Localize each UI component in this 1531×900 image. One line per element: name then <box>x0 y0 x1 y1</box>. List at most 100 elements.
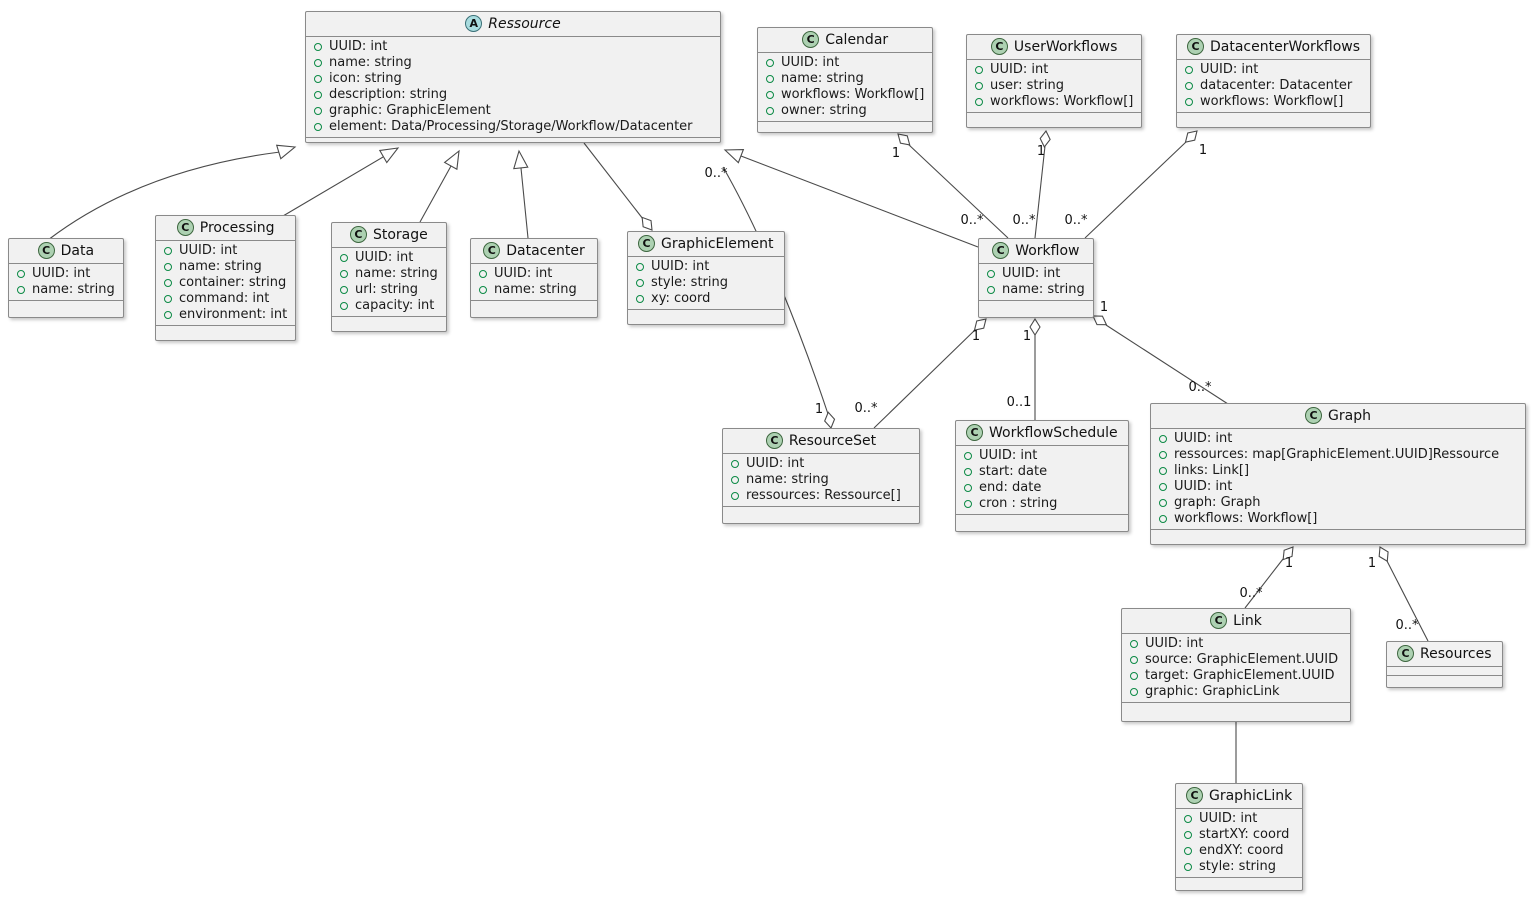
field-visibility-icon <box>340 270 348 278</box>
field-visibility-icon <box>314 59 322 67</box>
aggregation-line <box>1105 324 1229 405</box>
methods-compartment <box>723 506 919 523</box>
attribute-row: name: string <box>314 55 712 71</box>
attribute-row: endXY: coord <box>1184 843 1294 859</box>
multiplicity-label: 0..1 <box>1007 395 1032 410</box>
class-icon: C <box>990 38 1008 55</box>
field-visibility-icon <box>1130 672 1138 680</box>
aggregation-diamond-icon <box>1039 129 1051 148</box>
field-visibility-icon <box>314 107 322 115</box>
multiplicity-label: 0..* <box>1012 213 1036 228</box>
aggregation-diamond-icon <box>1378 546 1389 563</box>
field-visibility-icon <box>766 91 774 99</box>
edge-workflow-has-graphs: 10..* <box>1092 300 1229 405</box>
field-visibility-icon <box>1159 515 1167 523</box>
field-visibility-icon <box>1159 499 1167 507</box>
multiplicity-label: 1 <box>1199 143 1207 158</box>
field-visibility-icon <box>1159 483 1167 491</box>
aggregation-diamond-icon <box>897 133 911 146</box>
aggregation-diamond-icon <box>973 318 987 331</box>
methods-compartment <box>956 514 1128 531</box>
edge-datacenterworkflows-has-workflows: 10..* <box>1064 130 1207 239</box>
class-title: GraphicLink <box>1209 787 1293 804</box>
generalization-line <box>520 167 529 239</box>
generalization-arrow-icon <box>513 149 529 170</box>
attribute-text: name: string <box>781 71 864 86</box>
field-visibility-icon <box>1130 640 1138 648</box>
attribute-text: links: Link[] <box>1174 463 1250 478</box>
methods-compartment <box>1176 877 1303 890</box>
attribute-row: start: date <box>964 464 1120 480</box>
generalization-arrow-icon <box>275 144 297 160</box>
multiplicity-label: 1 <box>892 146 900 161</box>
field-visibility-icon <box>164 279 172 287</box>
attribute-row: xy: coord <box>636 291 776 307</box>
methods-compartment <box>471 300 597 317</box>
class-title: UserWorkflows <box>1013 38 1118 55</box>
methods-compartment <box>156 325 296 340</box>
class-title: Datacenter <box>506 242 585 259</box>
field-visibility-icon <box>164 311 172 319</box>
field-visibility-icon <box>1130 688 1138 696</box>
attribute-text: UUID: int <box>179 243 238 258</box>
attribute-row: name: string <box>766 71 924 87</box>
edge-workflow-has-schedule: 10..1 <box>1007 317 1041 420</box>
attribute-text: UUID: int <box>1002 266 1061 281</box>
attribute-row: name: string <box>17 282 115 298</box>
attribute-row: UUID: int <box>1159 479 1517 495</box>
attribute-row: name: string <box>987 282 1085 298</box>
field-visibility-icon <box>1184 815 1192 823</box>
attribute-text: UUID: int <box>979 448 1038 463</box>
field-visibility-icon <box>636 263 644 271</box>
attribute-row: UUID: int <box>1185 62 1362 78</box>
attribute-row: end: date <box>964 480 1120 496</box>
field-visibility-icon <box>987 286 995 294</box>
edge-ressource-graphicelement <box>583 142 653 231</box>
attribute-text: name: string <box>355 266 438 281</box>
generalization-line <box>282 156 384 217</box>
attribute-row: name: string <box>340 266 438 282</box>
field-visibility-icon <box>17 270 25 278</box>
edge-storage-extends-ressource <box>419 149 460 223</box>
multiplicity-label: 0..* <box>1188 380 1212 395</box>
methods-compartment <box>1151 529 1525 544</box>
attribute-row: UUID: int <box>314 39 712 55</box>
attribute-text: startXY: coord <box>1199 827 1290 842</box>
attribute-row: environment: int <box>164 307 287 323</box>
attribute-text: environment: int <box>179 307 288 322</box>
attribute-text: container: string <box>179 275 287 290</box>
field-visibility-icon <box>314 75 322 83</box>
field-visibility-icon <box>314 43 322 51</box>
attribute-text: UUID: int <box>1199 811 1258 826</box>
attribute-text: url: string <box>355 282 419 297</box>
field-visibility-icon <box>17 286 25 294</box>
class-icon: C <box>37 242 55 259</box>
attribute-text: source: GraphicElement.UUID <box>1145 652 1339 667</box>
field-visibility-icon <box>164 247 172 255</box>
attribute-text: name: string <box>746 472 829 487</box>
class-icon: C <box>638 235 655 252</box>
aggregation-line <box>1034 145 1046 239</box>
aggregation-line <box>1084 141 1187 239</box>
field-visibility-icon <box>340 302 348 310</box>
class-title: ResourceSet <box>788 432 877 449</box>
aggregation-line <box>1386 560 1429 642</box>
